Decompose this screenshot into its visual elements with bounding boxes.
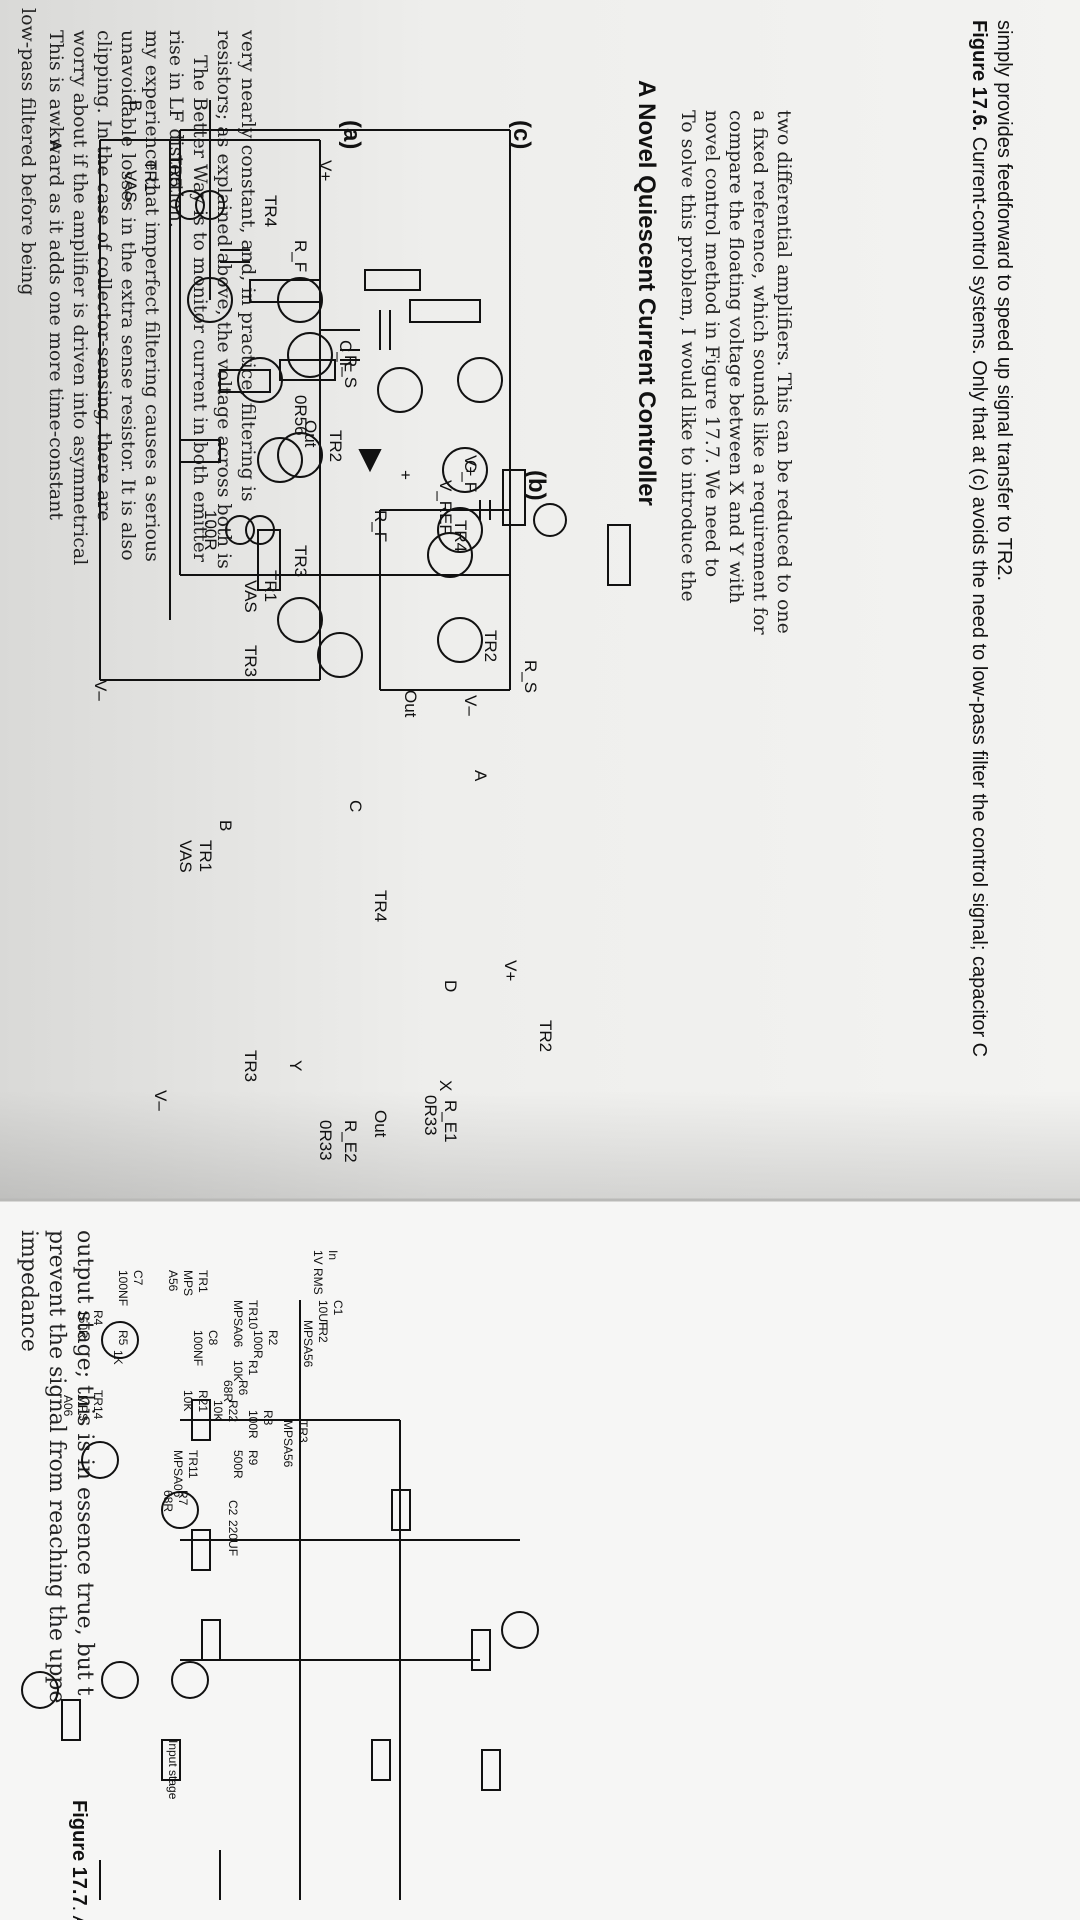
label-a56: A56 (166, 1270, 180, 1292)
label-r6: R6 (236, 1380, 250, 1396)
label-220uf: 220UF (226, 1520, 240, 1557)
label-mpsa56: MPSA56 (301, 1320, 315, 1368)
label-c1: C1 (331, 1300, 345, 1316)
label-r22: R22 (226, 1400, 240, 1423)
label-1k: 1K (111, 1350, 125, 1365)
label-100r: 100R (246, 1410, 260, 1439)
label-500r: 500R (231, 1450, 245, 1479)
label-tr10: TR10 (246, 1300, 260, 1330)
label-10k: 10K (231, 1360, 245, 1382)
label-r5: R5 (116, 1330, 130, 1346)
label-r3: R3 (261, 1410, 275, 1426)
label-tr14: TR14 (91, 1390, 105, 1420)
label-10k: 10K (181, 1390, 195, 1412)
label-150r: 150R (76, 1310, 90, 1339)
label-c7: C7 (131, 1270, 145, 1286)
label-r9: R9 (246, 1450, 260, 1466)
label-mps: MPS (181, 1270, 195, 1297)
label-c8: C8 (206, 1330, 220, 1346)
panel-c-circuit (179, 129, 511, 576)
label-mpsa06: MPSA06 (231, 1300, 245, 1348)
label-100nf: 100NF (191, 1330, 205, 1367)
label-10k: 10K (211, 1400, 225, 1422)
label-1v-rms: 1V RMS (311, 1250, 325, 1295)
label-tr11: TR11 (186, 1450, 200, 1479)
label-c2: C2 (226, 1500, 240, 1516)
panel-a-circuit (99, 100, 421, 681)
label-r4: R4 (91, 1310, 105, 1326)
label-a06: A06 (61, 1395, 75, 1417)
label-68r: 68R (161, 1490, 175, 1513)
label-10uf: 10UF (316, 1300, 330, 1330)
label-100r: 100R (251, 1330, 265, 1359)
label-mps: MPS (76, 1395, 90, 1422)
label-in: In (326, 1250, 340, 1261)
figure-17-7-number: Figure 17.7 (68, 1800, 90, 1906)
label-100nf: 100NF (116, 1270, 130, 1307)
figure-17-7-caption: Figure 17.7. A Bla (67, 1800, 90, 1920)
label-r2: R2 (266, 1330, 280, 1346)
label-r21: R21 (196, 1390, 210, 1413)
label-input-stage: Input stage (166, 1740, 180, 1800)
label-tr3: TR3 (296, 1420, 310, 1443)
figure-17-7-text: . A Bla (68, 1906, 90, 1920)
panel-b-circuit (257, 447, 631, 691)
label-r1: R1 (246, 1360, 260, 1376)
label-r7: R7 (176, 1490, 190, 1506)
label-tr1: TR1 (196, 1270, 210, 1293)
label-68r: 68R (221, 1380, 235, 1403)
label-mpsa56: MPSA56 (281, 1420, 295, 1468)
